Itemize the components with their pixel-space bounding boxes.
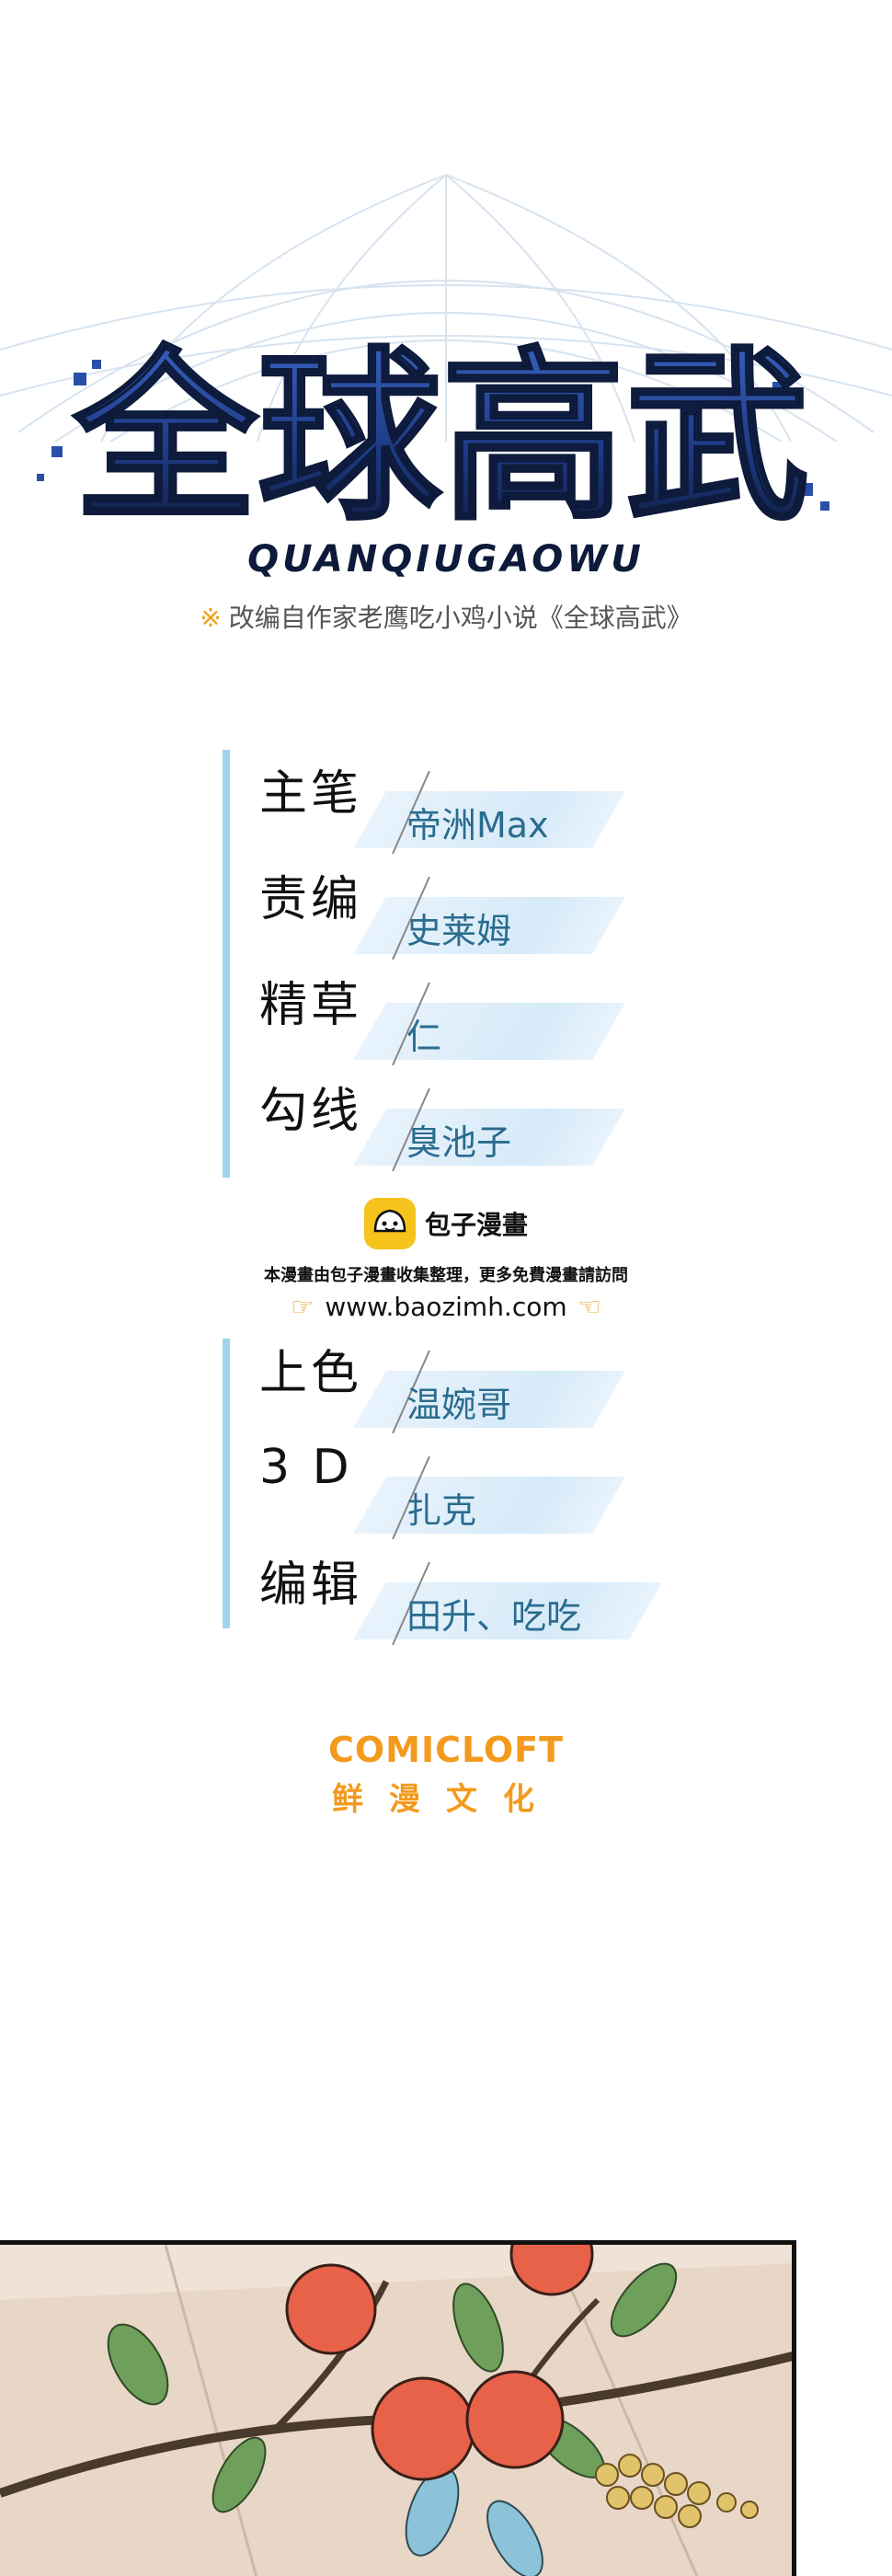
title-logo-art: 全球高武 [37,330,829,547]
credit-name: 帝洲Max [406,805,549,845]
watermark-brand-line: 包子漫畫 [0,1198,892,1249]
credits-bar-bottom [223,1339,230,1628]
slash-divider [392,1351,430,1433]
watermark-brand: 包子漫畫 [424,1210,528,1240]
watermark: 包子漫畫 本漫畫由包子漫畫收集整理，更多免費漫畫請訪問 ☞ www.baozim… [0,1198,892,1322]
credit-row-sketch: 精草 仁 [223,966,682,1067]
credit-name: 史莱姆 [406,911,512,951]
slash-divider [392,983,430,1065]
pointing-left-icon: ☜ [578,1292,601,1322]
pointing-right-icon: ☞ [291,1292,314,1322]
credit-name: 田升、吃吃 [406,1596,582,1637]
credit-row-lead-artist: 主笔 帝洲Max [223,754,682,856]
slash-divider [392,877,430,960]
slash-divider [392,771,430,854]
slash-divider [392,1088,430,1171]
publisher-name-cn: 鲜漫文化 [332,1781,560,1818]
credit-row-color: 上色 温婉哥 [223,1334,682,1435]
adaptation-mark: ※ [200,603,222,633]
adaptation-line: ※改编自作家老鹰吃小鸡小说《全球高武》 [0,598,892,635]
fruit-branch-illustration [0,2245,792,2576]
credits-bar-top [223,750,230,1178]
credit-role: 勾线 [259,1084,363,1139]
credit-name: 臭池子 [406,1122,512,1163]
title-logo: 全球高武 [28,330,855,547]
credit-name: 温婉哥 [406,1385,512,1425]
credit-role: 3 D [259,1440,353,1495]
credit-row-3d: 3 D 扎克 [223,1440,682,1541]
credit-row-editor: 责编 史莱姆 [223,860,682,961]
credit-name: 扎克 [406,1490,477,1531]
slash-divider [392,1562,430,1645]
adaptation-text: 改编自作家老鹰吃小鸡小说《全球高武》 [228,603,692,633]
slash-divider [392,1456,430,1539]
credit-row-editing: 编辑 田升、吃吃 [223,1546,682,1647]
bun-logo-icon [363,1198,416,1249]
title-romanized: QUANQIUGAOWU [247,538,645,581]
bun-face-icon [373,1209,406,1233]
publisher-name-en: COMICLOFT [327,1730,565,1770]
comic-panel-illustration [0,2240,796,2576]
credit-role: 编辑 [259,1558,363,1613]
credit-row-lineart: 勾线 臭池子 [223,1072,682,1173]
credit-role: 主笔 [259,766,363,822]
credit-name: 仁 [406,1017,442,1057]
watermark-notice: 本漫畫由包子漫畫收集整理，更多免費漫畫請訪問 [264,1266,628,1285]
watermark-url-line: ☞ www.baozimh.com ☜ [0,1292,892,1322]
globe-grid-background [0,174,892,442]
credit-role: 上色 [259,1346,363,1401]
credit-role: 责编 [259,872,363,927]
title-text: 全球高武 [73,336,809,538]
watermark-url-link[interactable]: www.baozimh.com [325,1292,567,1322]
publisher-logo: COMICLOFT 鲜漫文化 [0,1730,892,1819]
credit-role: 精草 [259,978,363,1033]
